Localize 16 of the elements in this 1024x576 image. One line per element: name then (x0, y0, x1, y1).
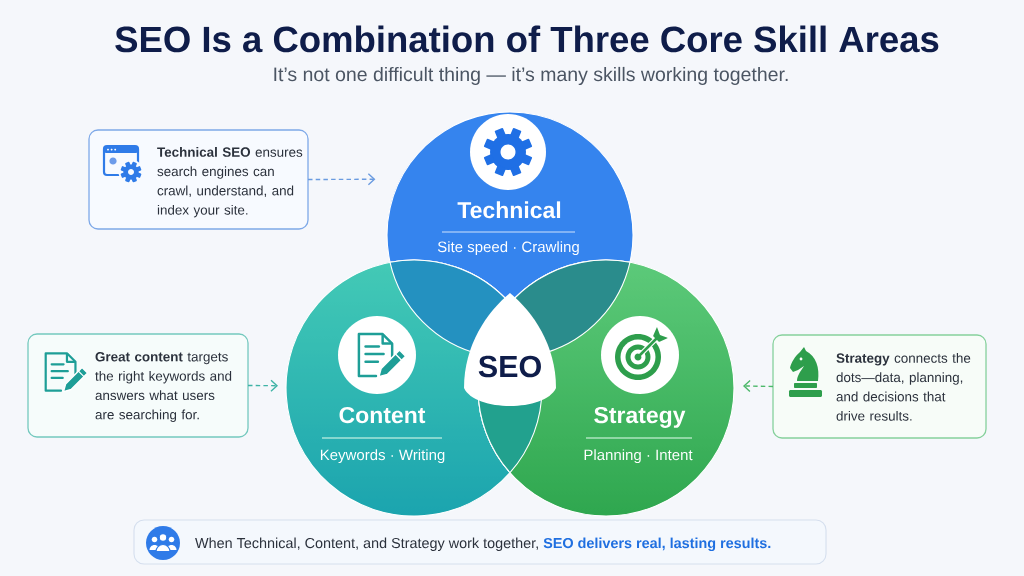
circle-title: Strategy (594, 406, 686, 428)
dashed-arrow (743, 379, 774, 393)
title: SEO Is a Combination of Three Core Skill Areas (115, 25, 939, 53)
circle-title: Technical (457, 201, 561, 219)
center-lens: SEO (464, 293, 556, 406)
circle-subtitle: Planning · Intent (584, 449, 693, 464)
circle-title: Content (339, 406, 426, 424)
circle-subtitle: Site speed · Crawling (437, 241, 579, 256)
dashed-arrow (307, 173, 376, 186)
callout-box: Technical SEO ensures search engines can crawl, understand, and index your site. (88, 129, 309, 230)
summary-banner: When Technical, Content, and Strategy work together, SEO delivers real, lasting results. (133, 519, 827, 565)
callout-box: Strategy connects the dots—data, planning, and decisions that drive results. (772, 334, 987, 439)
subtitle: It’s not one difficult thing — it’s many skills working together. (274, 66, 788, 86)
callout-box: Great content targets the right keywords and answers what users are searching for. (27, 333, 249, 438)
dashed-arrow (247, 379, 279, 392)
circle-subtitle: Keywords · Writing (320, 449, 445, 464)
